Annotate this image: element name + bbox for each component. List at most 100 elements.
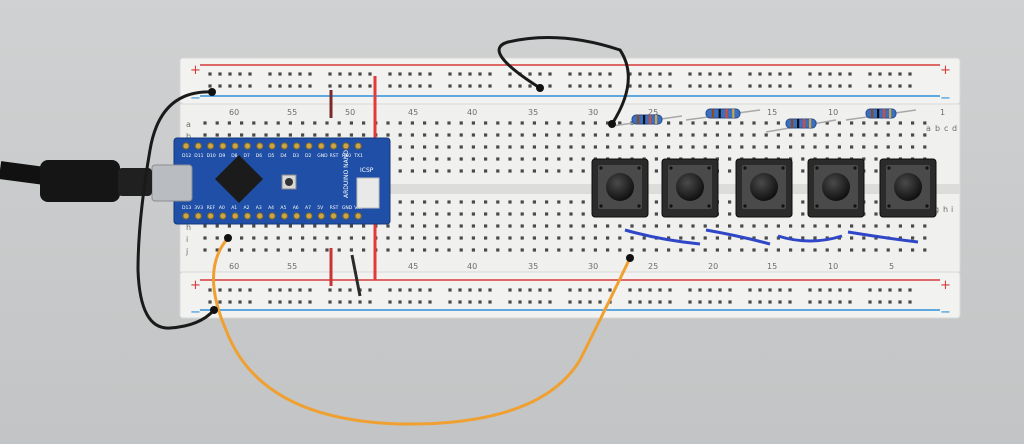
hole: [203, 121, 207, 125]
hole: [388, 72, 392, 76]
hole: [545, 200, 549, 204]
tactile-push-button[interactable]: [591, 158, 649, 218]
hole: [557, 133, 561, 137]
hole: [569, 248, 573, 252]
button-cap: [822, 173, 850, 201]
hole: [628, 84, 632, 88]
col-num: 60: [229, 108, 239, 117]
hole: [496, 169, 500, 173]
hole: [538, 300, 542, 304]
hole: [878, 84, 882, 88]
hole: [654, 169, 658, 173]
hole: [532, 133, 536, 137]
hole: [484, 133, 488, 137]
hole: [703, 248, 707, 252]
hole: [886, 133, 890, 137]
hole: [447, 145, 451, 149]
hole: [308, 72, 312, 76]
black-jumper-short: [350, 254, 362, 297]
col-num: 35: [528, 108, 538, 117]
hole: [398, 288, 402, 292]
hole: [667, 145, 671, 149]
tactile-push-button[interactable]: [735, 158, 793, 218]
row-letter: b: [935, 124, 940, 133]
pin-label: A7: [305, 205, 311, 211]
resistors: [611, 108, 917, 133]
pin-pad: [354, 212, 362, 220]
hole: [520, 212, 524, 216]
hole: [215, 224, 219, 228]
hole: [898, 121, 902, 125]
hole: [581, 169, 585, 173]
hole: [398, 169, 402, 173]
pin-label: A0: [219, 205, 225, 211]
hole: [448, 288, 452, 292]
bottom-power-rail: [179, 271, 961, 319]
hole: [658, 84, 662, 88]
col-num: 50: [345, 108, 355, 117]
row-letter: j: [185, 247, 188, 256]
col-num: 30: [588, 108, 598, 117]
hole: [886, 224, 890, 228]
resistor-band: [889, 109, 892, 118]
hole: [752, 133, 756, 137]
hole: [569, 224, 573, 228]
hole: [698, 72, 702, 76]
button-cap: [676, 173, 704, 201]
hole: [557, 169, 561, 173]
hole: [398, 224, 402, 228]
hole: [588, 288, 592, 292]
button-dot: [887, 204, 891, 208]
hole: [532, 157, 536, 161]
tactile-push-button[interactable]: [879, 158, 937, 218]
hole: [240, 224, 244, 228]
hole: [362, 248, 366, 252]
hole: [388, 84, 392, 88]
hole: [468, 72, 472, 76]
hole: [654, 200, 658, 204]
hole: [911, 248, 915, 252]
hole: [496, 145, 500, 149]
button-dot: [887, 166, 891, 170]
hole: [328, 288, 332, 292]
hole: [478, 72, 482, 76]
hole: [410, 212, 414, 216]
hole: [708, 300, 712, 304]
tactile-push-button[interactable]: [661, 158, 719, 218]
hole: [278, 288, 282, 292]
hole: [569, 145, 573, 149]
hole: [606, 236, 610, 240]
hole: [801, 224, 805, 228]
hole: [642, 236, 646, 240]
hole: [606, 248, 610, 252]
pin-label: D3: [293, 153, 299, 159]
hole: [778, 84, 782, 88]
hole: [218, 300, 222, 304]
hole: [764, 121, 768, 125]
hole: [468, 300, 472, 304]
hole: [642, 133, 646, 137]
hole: [471, 236, 475, 240]
hole: [358, 300, 362, 304]
hole: [288, 300, 292, 304]
tactile-push-button[interactable]: [807, 158, 865, 218]
hole: [718, 72, 722, 76]
hole: [471, 248, 475, 252]
hole: [410, 236, 414, 240]
hole: [337, 121, 341, 125]
resistor-band: [877, 109, 880, 118]
hole: [338, 300, 342, 304]
hole: [728, 169, 732, 173]
hole: [423, 212, 427, 216]
pin-pad: [330, 212, 338, 220]
hole: [203, 248, 207, 252]
hole: [703, 236, 707, 240]
hole: [923, 145, 927, 149]
hole: [593, 133, 597, 137]
hole: [569, 157, 573, 161]
hole: [923, 224, 927, 228]
wire-end: [208, 88, 216, 96]
hole: [850, 224, 854, 228]
hole: [874, 236, 878, 240]
hole: [874, 169, 878, 173]
